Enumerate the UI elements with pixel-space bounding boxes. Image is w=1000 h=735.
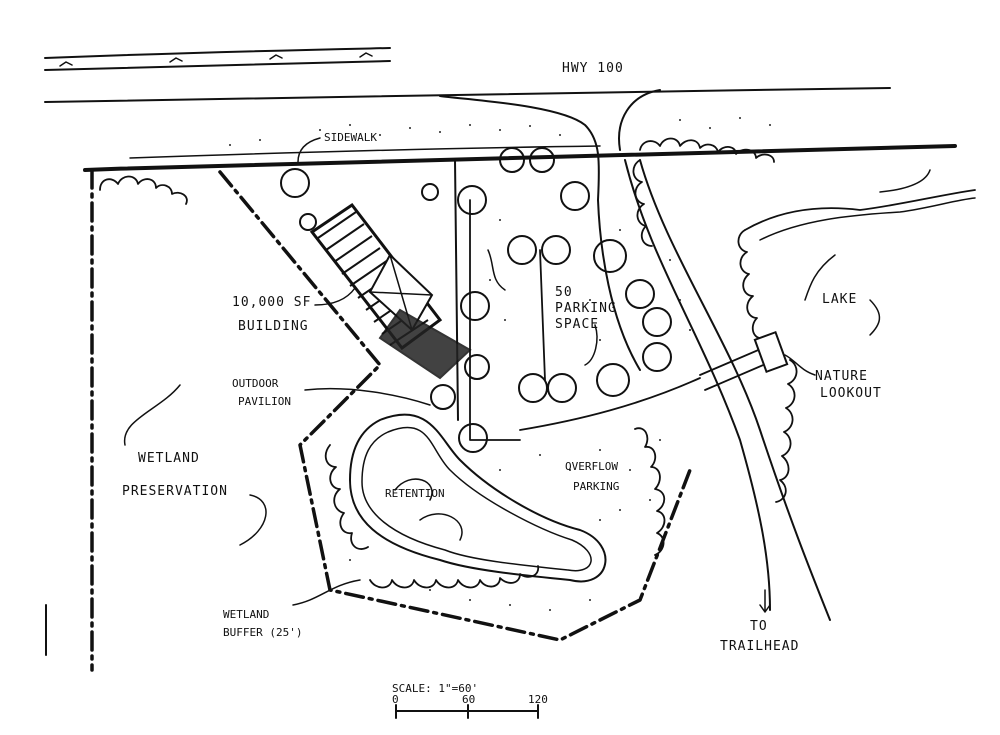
entrance-drive xyxy=(439,89,661,421)
label-building: BUILDING xyxy=(238,319,309,334)
stipple-texture xyxy=(229,117,771,611)
tree-line-east xyxy=(632,159,798,503)
label-to: TO xyxy=(750,619,768,634)
label-highway: HWY 100 xyxy=(562,61,624,76)
label-parking: PARKING xyxy=(555,301,617,316)
highway xyxy=(44,47,891,103)
label-preservation: PRESERVATION xyxy=(122,484,228,499)
scale-tick-60: 60 xyxy=(462,693,475,706)
scale-bar: SCALE: 1"=60' 0 60 120 xyxy=(392,682,548,719)
label-buffer: BUFFER (25') xyxy=(223,626,302,639)
scale-tick-120: 120 xyxy=(528,693,548,706)
property-boundary xyxy=(90,168,692,672)
label-overflow-parking: PARKING xyxy=(573,480,619,493)
leader-lines xyxy=(124,137,881,613)
retention-pond xyxy=(349,413,607,583)
label-sidewalk: SIDEWALK xyxy=(324,131,377,144)
scale-tick-0: 0 xyxy=(392,693,399,706)
label-trailhead: TRAILHEAD xyxy=(720,639,799,654)
label-wetland-buffer: WETLAND xyxy=(223,608,269,621)
sidewalk-line xyxy=(83,144,957,172)
label-wetland: WETLAND xyxy=(138,451,200,466)
nature-lookout-deck xyxy=(753,330,789,374)
lake-shore xyxy=(744,169,976,241)
label-overflow: OVERFLOW xyxy=(565,460,618,473)
label-nature: NATURE xyxy=(815,369,868,384)
building xyxy=(309,202,472,380)
scale-label: SCALE: 1"=60' xyxy=(392,682,478,695)
parking-trees xyxy=(280,147,672,453)
label-lookout: LOOKOUT xyxy=(820,386,882,401)
label-building-size: 10,000 SF xyxy=(232,295,311,310)
label-lake: LAKE xyxy=(822,292,857,307)
tree-line-north xyxy=(99,137,775,205)
label-pavilion: PAVILION xyxy=(238,395,291,408)
trail xyxy=(624,159,831,621)
tree-line-pond xyxy=(324,427,666,589)
label-parking-count: 50 xyxy=(555,285,573,300)
label-outdoor: OUTDOOR xyxy=(232,377,279,390)
label-retention: RETENTION xyxy=(385,487,445,500)
label-parking-space: SPACE xyxy=(555,317,599,332)
